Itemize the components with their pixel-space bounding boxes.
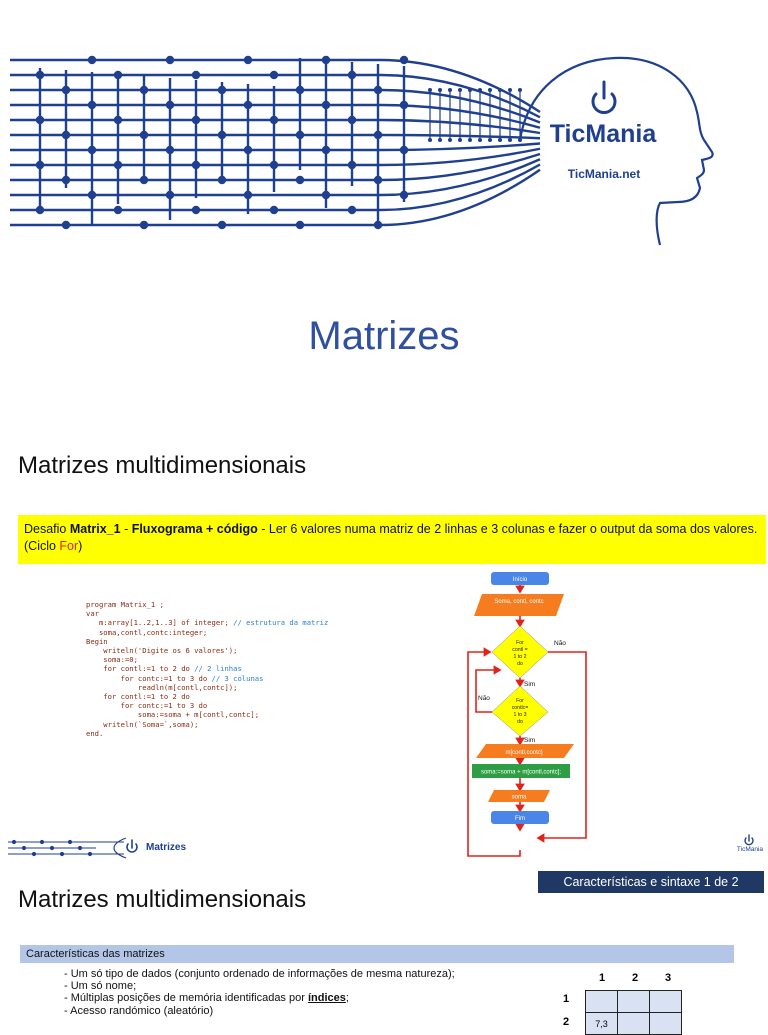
matrix-row-index: 1	[562, 993, 570, 1005]
matrix-diagram: 1 2 3 1 2 7,3	[555, 966, 725, 1035]
flow-loop2-l2: contlc=	[512, 705, 529, 711]
characteristics-header: Características das matrizes	[20, 945, 734, 963]
flow-sum-label: soma:=soma + m[contl,contc];	[481, 770, 561, 776]
flow-read	[476, 744, 574, 758]
flow-loop2	[491, 685, 549, 737]
code-line: for contc:=1 to 3 do	[86, 701, 208, 711]
flowchart: Início Soma, contl, contc For contl = 1 …	[467, 572, 587, 857]
matrix-col-index: 1	[598, 972, 606, 984]
flow-loop1-l4: do	[517, 661, 523, 667]
code-line: writeln('Digite os 6 valores');	[86, 646, 238, 656]
flow-output	[488, 790, 550, 802]
code-line: m:array[1..2,1..3] of integer;	[86, 618, 234, 628]
flow-init	[474, 594, 564, 616]
characteristics-list: - Um só tipo de dados (conjunto ordenado…	[64, 968, 455, 1017]
code-line: soma:=0;	[86, 655, 138, 665]
power-icon	[591, 80, 617, 114]
flow-loop1	[491, 625, 549, 679]
challenge-box: Desafio Matrix_1 - Fluxograma + código -…	[18, 515, 766, 564]
flow-yes2: Sim	[524, 737, 535, 744]
challenge-kind: Fluxograma + código	[131, 522, 258, 536]
flow-no2: Não	[478, 695, 490, 702]
matrix-col-index: 3	[664, 972, 672, 984]
flow-arrows	[467, 585, 587, 857]
list-item: - Um só nome;	[64, 980, 137, 993]
head-silhouette-icon	[518, 56, 714, 246]
matrix-grid: 7,3	[585, 990, 682, 1035]
code-line: for contl:=1 to 2 do	[86, 664, 195, 674]
challenge-sep: -	[120, 522, 132, 536]
circuit-board-art	[10, 58, 541, 227]
footer-label: Matrizes	[146, 842, 187, 853]
flow-output-label: soma	[512, 795, 527, 801]
flow-read-label: m[contl,contc]	[505, 750, 542, 756]
section-title: Matrizes multidimensionais	[18, 886, 307, 913]
code-line: readln(m[contl,contc]);	[86, 682, 238, 692]
code-comment: // estrutura da matriz	[233, 618, 329, 628]
code-line: writeln(`Soma=`,soma);	[86, 719, 199, 729]
flow-start-label: Início	[513, 577, 528, 583]
challenge-name: Matrix_1	[69, 522, 121, 536]
flow-init-label: Soma, contl, contc	[494, 599, 543, 605]
circuit-nodes	[35, 55, 522, 230]
flow-end-label: Fim	[515, 816, 525, 822]
challenge-loop: For	[59, 539, 79, 553]
emphasis-word: índices	[307, 992, 346, 1005]
flow-no1: Não	[554, 640, 566, 647]
flow-sum	[472, 764, 570, 778]
list-item: - Acesso randómico (aleatório)	[64, 1004, 214, 1017]
flow-start	[491, 572, 549, 585]
matrix-row-index: 2	[562, 1016, 570, 1028]
power-icon	[744, 834, 754, 846]
code-line: for contl:=1 to 2 do	[86, 692, 190, 702]
code-comment: // 2 linhas	[194, 664, 242, 674]
code-line: end.	[86, 728, 104, 738]
flow-yes1: Sim	[524, 681, 535, 688]
page-badge: Características e sintaxe 1 de 2	[538, 871, 764, 893]
matrix-cell	[585, 990, 618, 1013]
list-item: - Múltiplas posições de memória identifi…	[64, 992, 349, 1005]
code-comment: // 3 colunas	[211, 673, 264, 683]
cover-title: Matrizes	[308, 314, 460, 358]
list-item: - Um só tipo de dados (conjunto ordenado…	[64, 968, 455, 980]
matrix-row	[585, 990, 682, 1013]
flow-loop2-l1: For	[516, 698, 524, 704]
matrix-col-index: 2	[631, 972, 639, 984]
pascal-code-listing: program Matrix_1 ; var m:array[1..2,1..3…	[86, 600, 328, 738]
footer-circuit-strip	[8, 837, 138, 859]
flow-loop2-l4: do	[517, 719, 523, 725]
power-icon	[126, 839, 138, 853]
code-line: soma:=soma + m[contl,contc];	[86, 710, 260, 720]
code-line: var	[86, 609, 99, 619]
challenge-close: )	[78, 539, 83, 553]
code-line: soma,contl,contc:integer;	[86, 627, 208, 637]
flow-loop1-l3: 1 to 2	[514, 654, 527, 660]
code-line: program Matrix_1 ;	[86, 600, 164, 609]
section-title: Matrizes multidimensionais	[18, 452, 307, 479]
footer-brand: TicMania	[736, 846, 764, 853]
brand-name: TicMania	[550, 120, 658, 148]
cover-circuit-art: TicMania TicMania.net	[10, 55, 714, 246]
brand-url: TicMania.net	[568, 167, 640, 181]
flow-end	[491, 811, 549, 824]
flow-loop2-l3: 1 to 3	[514, 712, 527, 718]
matrix-cell	[649, 990, 682, 1013]
flow-loop1-l2: contl =	[512, 647, 527, 653]
code-line: Begin	[86, 636, 108, 646]
code-line: for contc:=1 to 3 do	[86, 673, 212, 683]
matrix-cell	[617, 990, 650, 1013]
challenge-text: - Ler 6 valores numa matriz de 2 linhas …	[24, 522, 758, 553]
challenge-prefix: Desafio	[24, 522, 70, 536]
flow-loop1-l1: For	[516, 640, 524, 646]
